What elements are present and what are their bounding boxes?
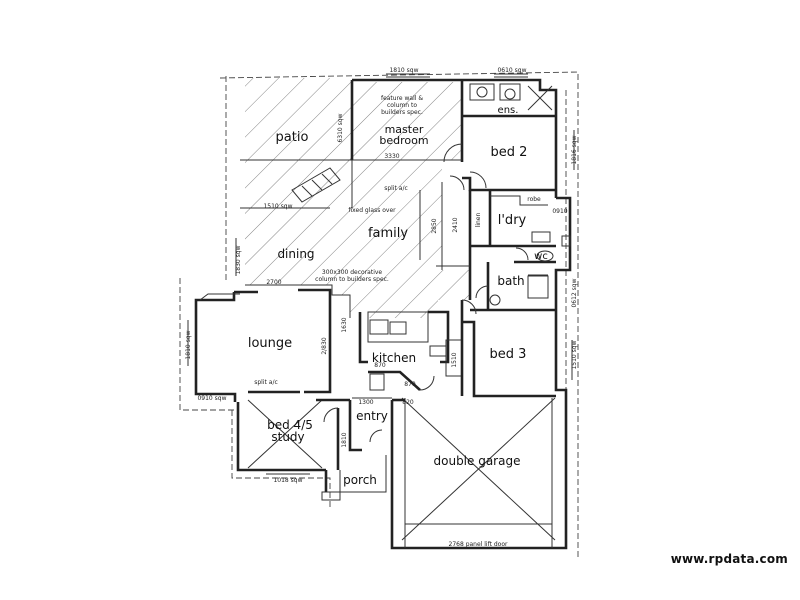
label-patio: patio xyxy=(276,130,309,145)
dim-0910sqw: 0910 sqw xyxy=(197,395,226,402)
dim-1830sqw: 1830 sqw xyxy=(235,245,242,274)
note-panel-lift-door: 2768 panel lift door xyxy=(449,541,508,548)
dim-3330: 3330 xyxy=(384,153,399,160)
label-lounge: lounge xyxy=(248,336,292,351)
dim-820: 820 xyxy=(402,399,414,406)
dim-0610sqw: 0610 sqw xyxy=(497,67,526,74)
note-feature-wall-3: builders spec. xyxy=(381,109,423,116)
dim-1018sqw: 1018 sqw xyxy=(273,477,302,484)
dim-0910: 0910 xyxy=(552,208,567,215)
dim-1816sqw: 1816 sqw xyxy=(571,135,578,164)
dim-1510: 1510 xyxy=(451,352,458,367)
dim-1630: 1630 xyxy=(341,317,348,332)
note-feature-wall-2: column to xyxy=(387,102,417,109)
label-entry: entry xyxy=(356,409,388,423)
dim-870: 870 xyxy=(374,362,386,369)
label-bed45-2: study xyxy=(271,430,304,444)
watermark: www.rpdata.com xyxy=(670,552,788,566)
dim-2700: 2700 xyxy=(266,279,281,286)
label-porch: porch xyxy=(343,473,377,487)
dim-1510sqw-b: 1510 sqw xyxy=(571,340,578,369)
dim-1810sqw-a: 1810 sqw xyxy=(389,67,418,74)
note-feature-wall-1: feature wall & xyxy=(381,95,423,102)
label-ens: ens. xyxy=(498,105,519,116)
note-decorative-1: 300x300 decorative xyxy=(322,269,383,276)
dim-1300: 1300 xyxy=(358,399,373,406)
label-bed3: bed 3 xyxy=(490,347,527,362)
note-linen: linen xyxy=(475,212,482,227)
dim-1810: 1810 xyxy=(341,432,348,447)
dim-6310sqw: 6310 sqw xyxy=(337,113,344,142)
walls xyxy=(187,73,575,550)
dim-2850: 2850 xyxy=(431,218,438,233)
label-kitchen: kitchen xyxy=(372,351,416,365)
label-bath: bath xyxy=(497,274,524,288)
hatched-area xyxy=(240,78,470,318)
label-dining: dining xyxy=(277,247,314,261)
note-split-ac-1: split a/c xyxy=(384,185,408,192)
label-laundry: l'dry xyxy=(498,213,527,228)
dim-870b: 870 xyxy=(404,381,416,388)
dim-2830: 2/830 xyxy=(321,337,328,354)
note-robe: robe xyxy=(527,196,541,203)
note-decorative-2: column to builders spec. xyxy=(315,276,389,283)
dim-1810sqw-b: 1810 sqw xyxy=(185,330,192,359)
label-bed45-1: bed 4/5 xyxy=(267,418,313,432)
dim-2410: 2410 xyxy=(452,217,459,232)
label-wc: wc xyxy=(534,251,548,262)
dim-1510sqw-a: 1510 sqw xyxy=(263,203,292,210)
room-labels: patio master bedroom ens. bed 2 family d… xyxy=(248,105,548,487)
annotations: feature wall & column to builders spec. … xyxy=(185,67,578,548)
note-fixed-glass: fixed glass over xyxy=(348,207,396,214)
label-master-1: master xyxy=(385,123,424,136)
label-double-garage: double garage xyxy=(434,454,521,468)
label-master-2: bedroom xyxy=(379,134,428,147)
note-split-ac-2: split a/c xyxy=(254,379,278,386)
garage-hatch xyxy=(247,397,556,541)
label-family: family xyxy=(368,226,408,241)
label-bed2: bed 2 xyxy=(491,145,528,160)
dim-0612sqw: 0612 sqw xyxy=(571,278,578,307)
